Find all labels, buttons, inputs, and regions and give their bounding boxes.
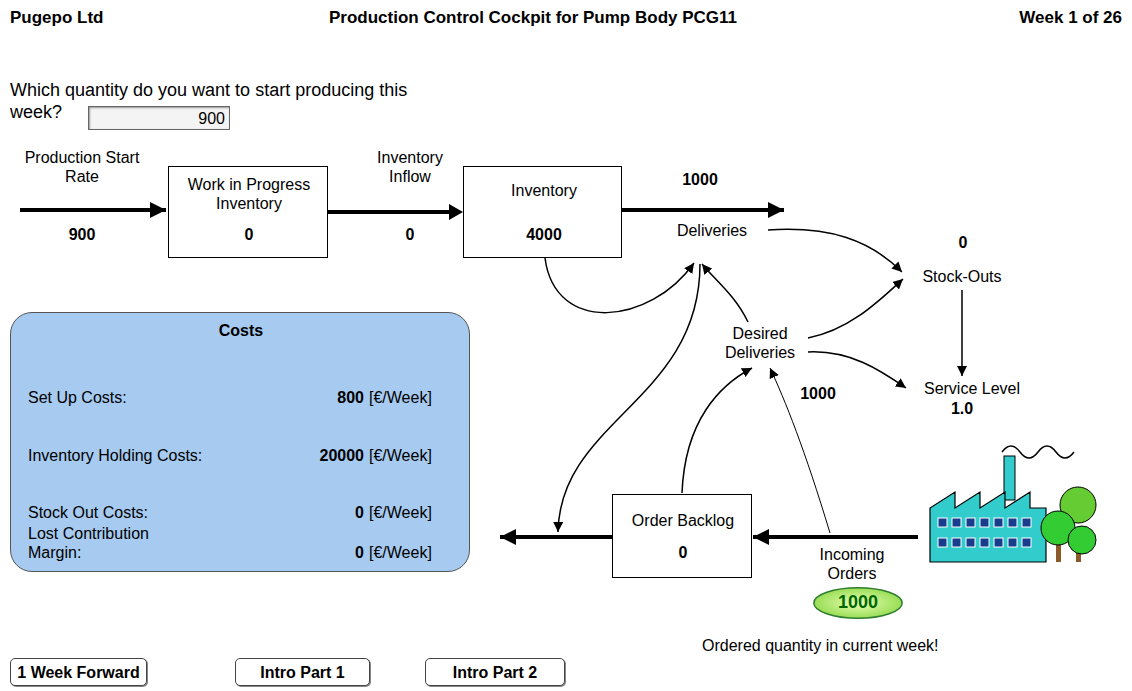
cost-name: Stock Out Costs:	[28, 503, 148, 522]
factory-illustration	[930, 446, 1096, 562]
nav-button: 1 Week Forward	[10, 658, 147, 686]
button-label: Intro Part 1	[236, 663, 369, 682]
stock-value: 0	[177, 225, 321, 244]
variable-value: 1000	[778, 384, 858, 403]
stock-box: Work in Progress Inventory 0	[168, 166, 328, 258]
quantity-input: 900	[88, 106, 230, 130]
arrow-head	[449, 204, 463, 220]
orders-value: 1000	[812, 592, 904, 614]
input-note: Ordered quantity in current week!	[702, 636, 1002, 655]
orders-input-ellipse: 1000	[812, 586, 904, 620]
info-link	[768, 229, 902, 272]
costs-panel: CostsSet Up Costs: 800 [€/Week] Inventory H…	[10, 312, 470, 572]
deliveries-pipe	[622, 208, 784, 212]
flow-name: Production Start Rate	[12, 148, 152, 186]
company-name: Pugepo Ltd	[10, 8, 103, 28]
flow-value: 1000	[660, 170, 740, 189]
flow-value: 900	[42, 225, 122, 244]
stock-value: 4000	[472, 225, 616, 244]
nav-button: Intro Part 1	[235, 658, 370, 686]
stock-name: Order Backlog	[619, 511, 747, 530]
cost-name: Inventory Holding Costs:	[28, 446, 202, 465]
week-counter: Week 1 of 26	[980, 8, 1122, 28]
info-link	[682, 368, 752, 493]
orders-inflow-pipe	[753, 535, 918, 539]
factory-windows	[938, 518, 1031, 547]
cost-unit: [€/Week]	[369, 446, 432, 465]
cost-unit: [€/Week]	[369, 543, 432, 562]
cost-value: 0	[254, 503, 364, 522]
flow-name: Deliveries	[662, 221, 762, 240]
cost-name: Set Up Costs:	[28, 388, 127, 407]
flow-value: 0	[370, 225, 450, 244]
flow-connector	[328, 204, 463, 220]
nav-button: Intro Part 2	[425, 658, 565, 686]
variable-name: Service Level	[912, 379, 1032, 398]
variable-value: 0	[923, 233, 1003, 252]
info-link	[808, 279, 903, 338]
info-link	[545, 258, 694, 313]
panel-heading: Costs	[11, 321, 471, 340]
stock-box: Order Backlog 0	[612, 494, 752, 578]
connector-line	[328, 210, 451, 214]
cost-value: 0	[254, 543, 364, 562]
cost-name: Lost Contribution Margin:	[28, 524, 188, 562]
info-link	[808, 352, 906, 388]
variable-value: 1.0	[922, 399, 1002, 418]
start-rate-pipe	[20, 208, 166, 212]
info-link	[961, 290, 963, 376]
factory-building	[930, 492, 1046, 562]
info-link	[702, 264, 748, 322]
stock-value: 0	[619, 543, 747, 562]
variable-name: Incoming Orders	[807, 545, 897, 583]
page-title: Production Control Cockpit for Pump Body…	[233, 8, 833, 28]
stock-name: Inventory	[472, 181, 616, 200]
cost-unit: [€/Week]	[369, 503, 432, 522]
info-link	[558, 264, 700, 532]
cost-unit: [€/Week]	[369, 388, 432, 407]
button-label: Intro Part 2	[426, 663, 564, 682]
chimney	[1004, 456, 1015, 500]
flow-name: Inventory Inflow	[365, 148, 455, 186]
variable-name: Desired Deliveries	[715, 324, 805, 362]
stock-box: Inventory 4000	[463, 166, 622, 258]
orders-outflow-pipe	[500, 535, 612, 539]
stock-name: Work in Progress Inventory	[177, 175, 321, 213]
button-label: 1 Week Forward	[11, 663, 146, 682]
input-value: 900	[89, 109, 225, 128]
information-links	[545, 229, 962, 533]
tree-crown	[1068, 526, 1096, 554]
variable-name: Stock-Outs	[907, 267, 1017, 286]
cost-value: 800	[254, 388, 364, 407]
cost-value: 20000	[254, 446, 364, 465]
